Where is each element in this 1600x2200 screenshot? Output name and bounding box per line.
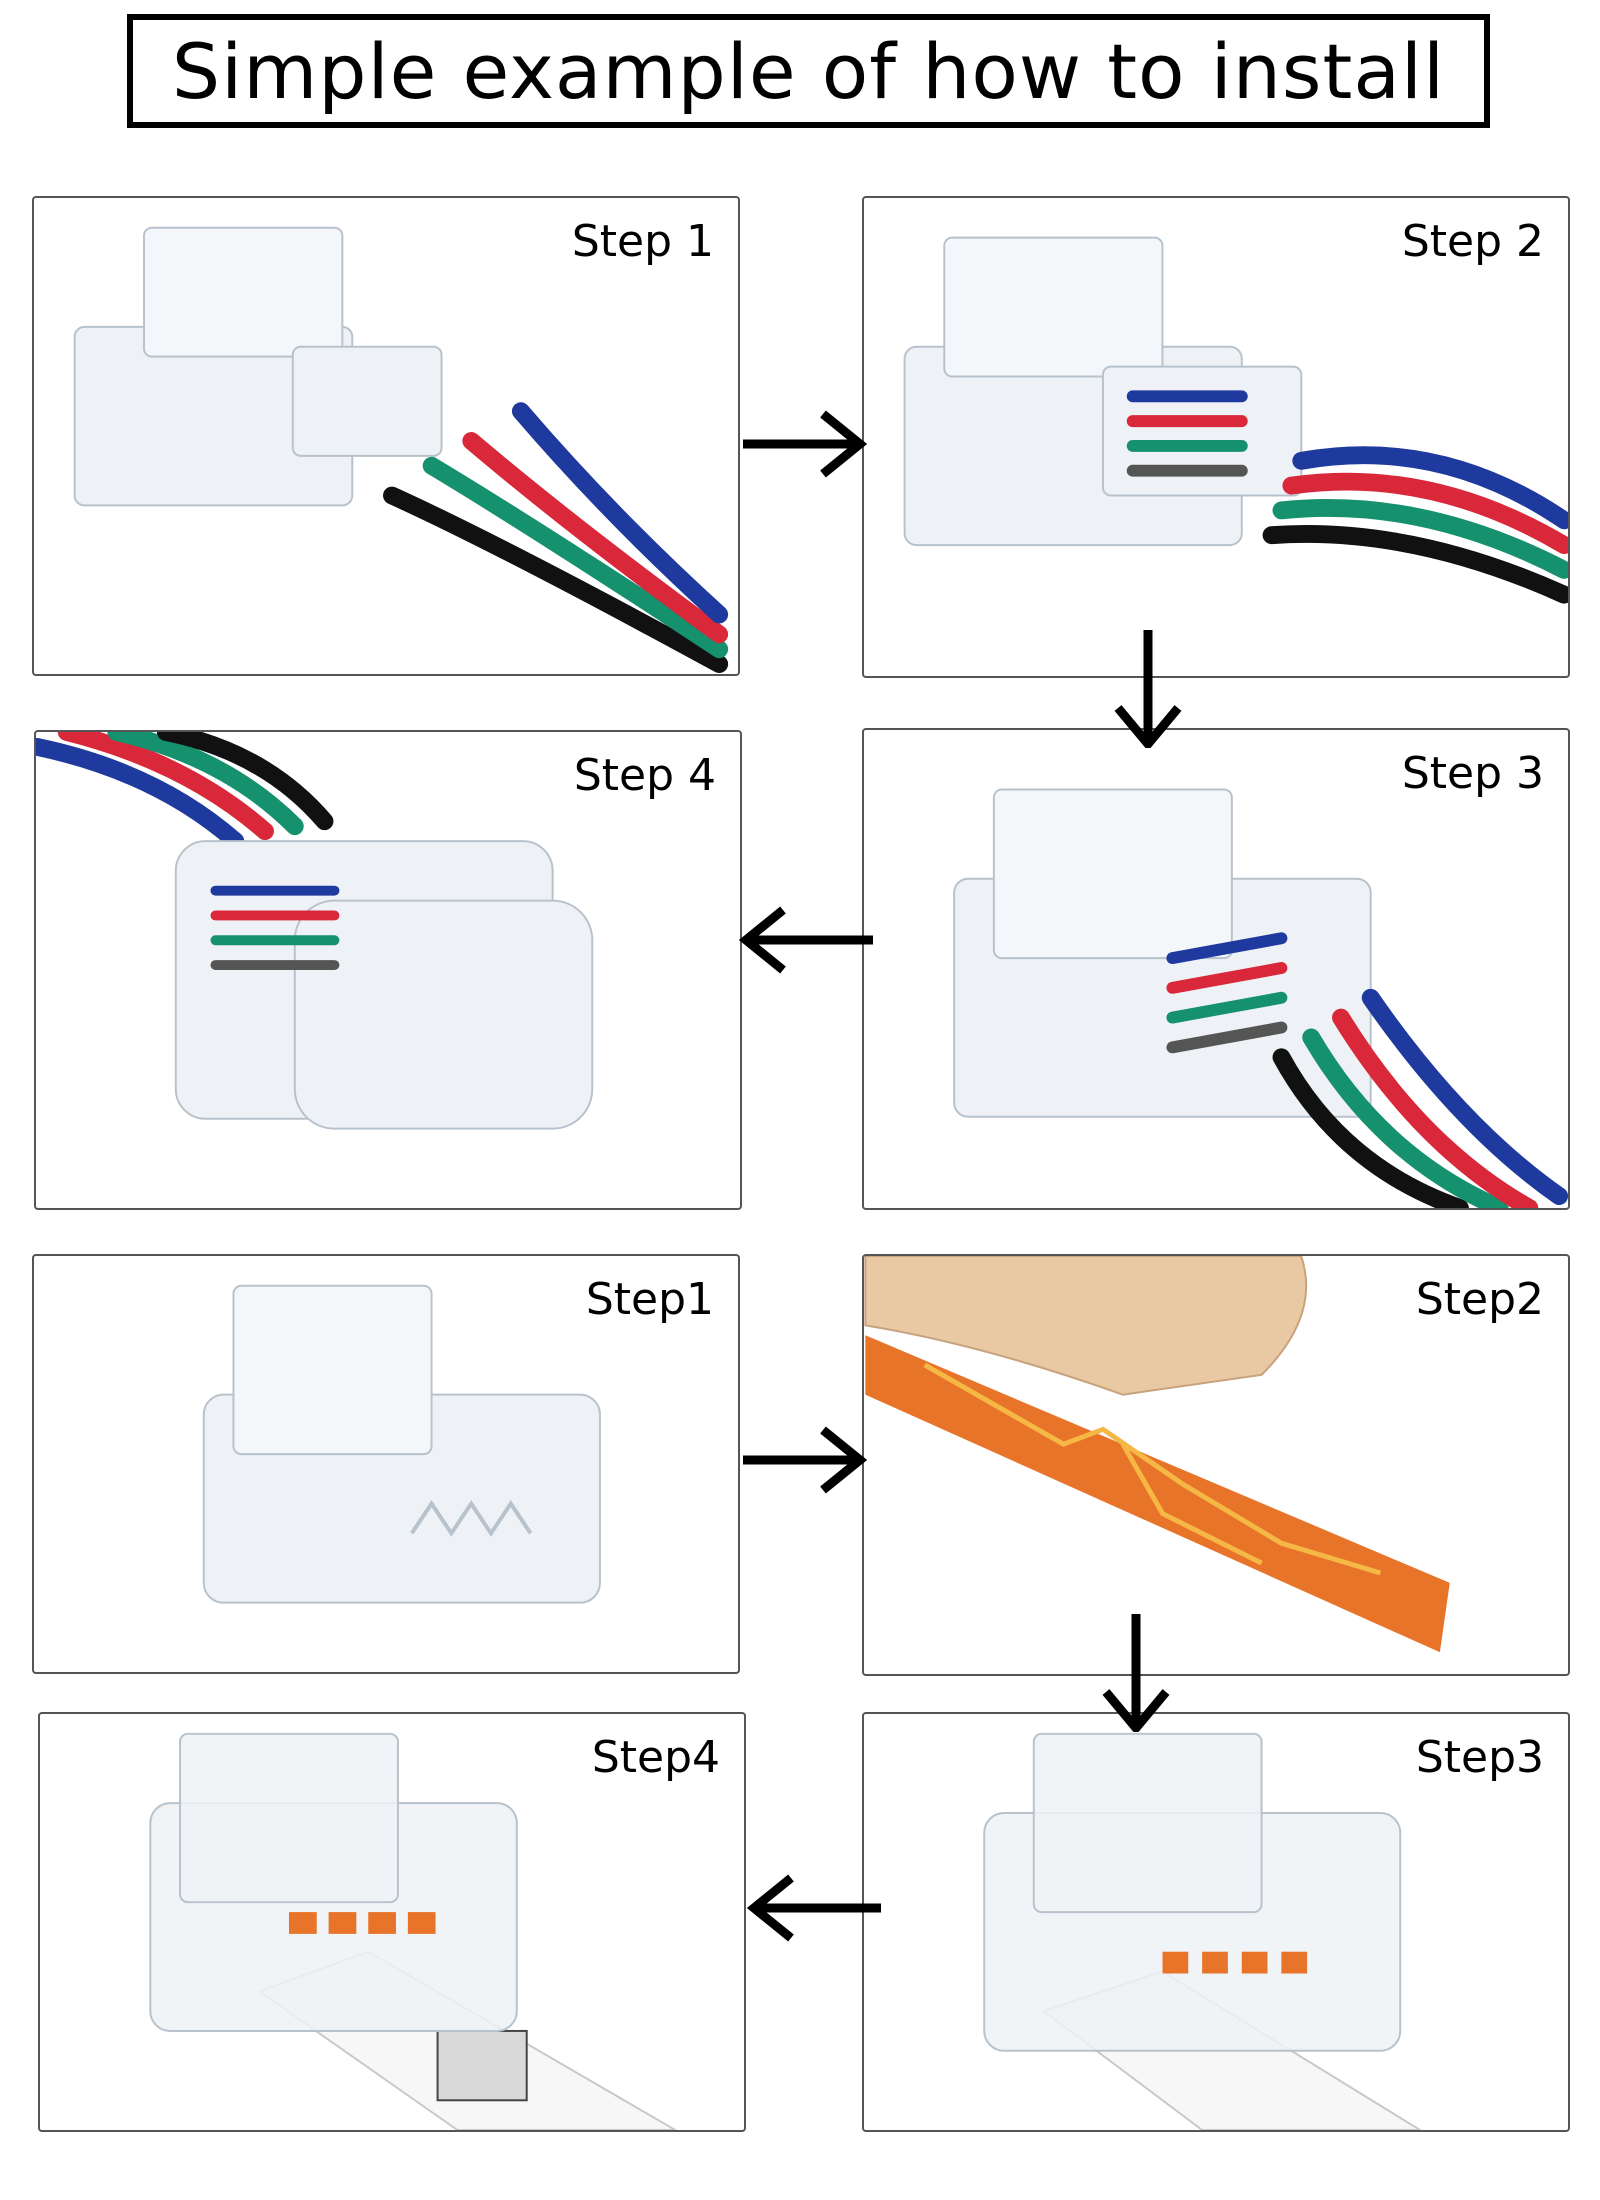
top-step3-panel: Step 3: [862, 728, 1570, 1210]
top-step1-panel: Step 1: [32, 196, 740, 676]
arrow-down-icon: [1102, 1614, 1170, 1732]
step-label: Step3: [1415, 1732, 1544, 1783]
open-connector-with-wires-image: [73, 226, 729, 674]
bottom-step1-panel: Step1: [32, 1254, 740, 1674]
closing-connector-lid-image: [953, 788, 1568, 1208]
closed-connector-with-wires-image: [36, 732, 594, 1130]
wires-inserted-connector-image: [903, 236, 1568, 604]
step-label: Step 4: [573, 750, 716, 801]
strip-inserted-connector-image: [983, 1732, 1422, 2130]
arrow-left-icon: [746, 1874, 881, 1942]
step-label: Step 1: [571, 216, 714, 267]
step-label: Step1: [585, 1274, 714, 1325]
arrow-down-icon: [1114, 630, 1182, 748]
arrow-left-icon: [738, 906, 873, 974]
arrow-right-icon: [743, 1426, 868, 1494]
step-label: Step4: [591, 1732, 720, 1783]
arrow-right-icon: [743, 410, 868, 478]
page-title-text: Simple example of how to install: [171, 26, 1446, 116]
peel-adhesive-backing-image: [864, 1256, 1450, 1653]
open-strip-connector-image: [202, 1284, 601, 1604]
bottom-step4-panel: Step4: [38, 1712, 746, 2132]
connector-clamped-on-strip-image: [149, 1732, 678, 2130]
top-step4-panel: Step 4: [34, 730, 742, 1210]
step-label: Step2: [1415, 1274, 1544, 1325]
page-title: Simple example of how to install: [127, 14, 1490, 128]
step-label: Step 3: [1401, 748, 1544, 799]
bottom-step3-panel: Step3: [862, 1712, 1570, 2132]
bottom-step2-panel: Step2: [862, 1254, 1570, 1676]
step-label: Step 2: [1401, 216, 1544, 267]
top-step2-panel: Step 2: [862, 196, 1570, 678]
